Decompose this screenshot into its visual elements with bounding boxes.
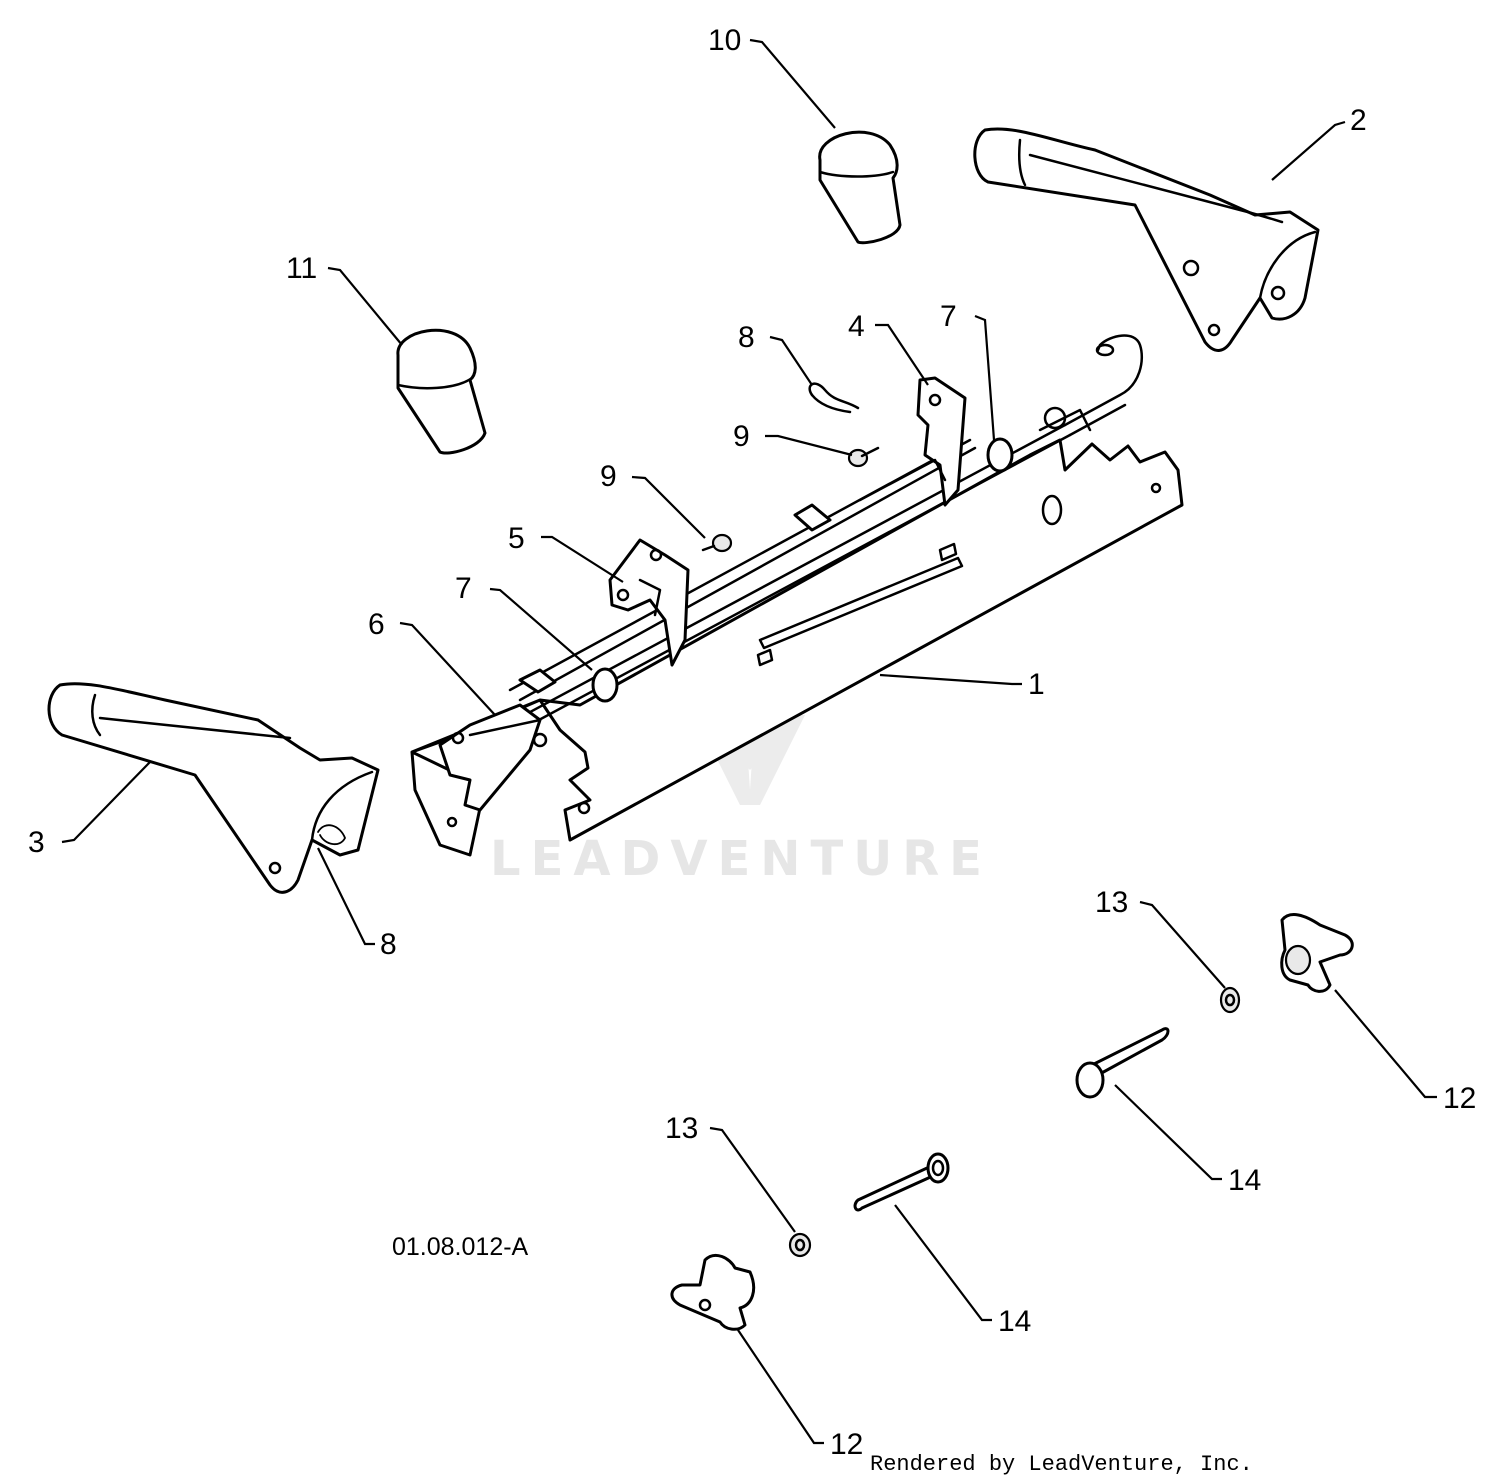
part-4-bracket	[858, 376, 967, 507]
callout-9-upper: 9	[733, 420, 750, 453]
callout-4: 4	[848, 310, 865, 343]
callout-13-upper: 13	[1095, 886, 1128, 919]
part-3-lever	[47, 682, 380, 894]
leader-lines	[61, 38, 1437, 1445]
part-10-knob	[818, 130, 902, 245]
part-2-lever	[973, 127, 1320, 352]
part-14-bolt-lower	[853, 1152, 950, 1212]
shaft-clip-upper	[793, 503, 832, 532]
render-credit: Rendered by LeadVenture, Inc.	[870, 1452, 1253, 1477]
shaft-clip-lower	[518, 668, 557, 694]
shaft-assembly	[448, 334, 1144, 767]
figure-code: 01.08.012-A	[392, 1233, 529, 1261]
part-1-mounting-plate	[410, 438, 1184, 857]
callout-12-upper: 12	[1443, 1082, 1476, 1115]
part-11-knob	[396, 328, 487, 455]
part-14-bolt-upper	[1075, 1027, 1170, 1099]
part-12-knob-lower	[670, 1254, 756, 1331]
part-12-knob-upper	[1280, 913, 1354, 993]
callout-12-lower: 12	[830, 1428, 863, 1461]
part-13-washer-upper	[1219, 986, 1241, 1014]
callout-2: 2	[1350, 104, 1367, 137]
callout-13-lower: 13	[665, 1112, 698, 1145]
callout-5: 5	[508, 522, 525, 555]
callout-7-lower: 7	[455, 572, 472, 605]
callout-10: 10	[708, 24, 741, 57]
callout-6: 6	[368, 608, 385, 641]
part-7-bushing-left	[591, 667, 619, 703]
callout-8-lower: 8	[380, 928, 397, 961]
callout-8-upper: 8	[738, 321, 755, 354]
part-13-washer-lower	[788, 1232, 812, 1258]
part-8-clip-upper	[808, 382, 860, 414]
callout-9-lower: 9	[600, 460, 617, 493]
part-5-bracket	[608, 538, 690, 667]
callout-14-upper: 14	[1228, 1164, 1261, 1197]
callout-11: 11	[286, 252, 317, 285]
part-9-bolt-lower	[701, 533, 733, 553]
callout-labels: 1 2 3 4 5 6 7 7 8 8 9 9 10 11 12 12 13 1…	[28, 24, 1476, 1461]
part-9-bolt-upper	[847, 446, 880, 468]
callout-14-lower: 14	[998, 1305, 1031, 1338]
callout-1: 1	[1028, 668, 1045, 701]
watermark-text: LEADVENTURE	[490, 831, 992, 887]
callout-7-upper: 7	[940, 300, 957, 333]
callout-3: 3	[28, 826, 45, 859]
part-7-bushing-right	[986, 437, 1014, 473]
